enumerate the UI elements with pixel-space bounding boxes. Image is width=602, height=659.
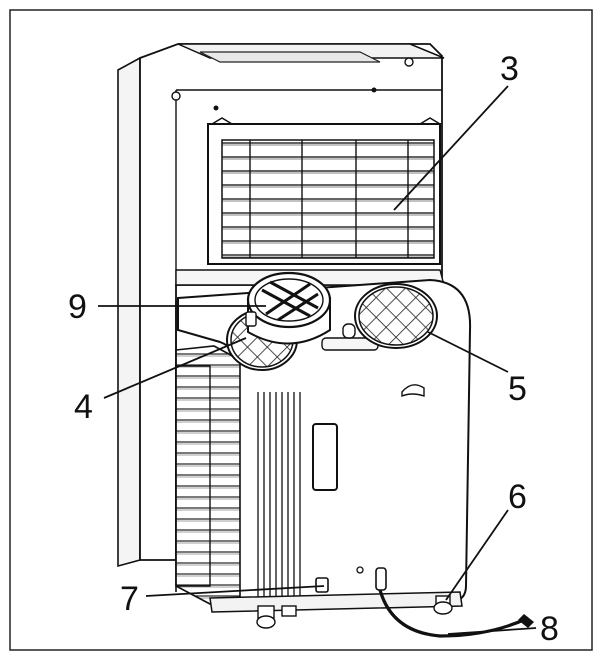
power-cord bbox=[378, 589, 529, 638]
caster-right bbox=[433, 595, 453, 615]
leader-8 bbox=[447, 627, 537, 635]
cord-hook-slot bbox=[312, 423, 338, 491]
callout-3: 3 bbox=[500, 50, 519, 88]
leader-3 bbox=[393, 85, 509, 211]
unit-side-panel bbox=[117, 56, 141, 568]
screw-top-left bbox=[171, 91, 181, 101]
callout-9: 9 bbox=[68, 288, 87, 326]
hose-connector-inner bbox=[254, 278, 324, 322]
drain-plug bbox=[315, 577, 329, 593]
screw-panel-right bbox=[371, 87, 377, 93]
figure-border bbox=[9, 9, 593, 651]
leader-lines bbox=[98, 85, 537, 635]
hose-connector-cross-grid bbox=[261, 280, 319, 322]
duct-bridge-knob bbox=[342, 323, 356, 339]
side-vent-strip bbox=[175, 365, 211, 587]
bottom-screw bbox=[356, 566, 364, 574]
callout-6: 6 bbox=[508, 478, 527, 516]
caster-left bbox=[256, 605, 276, 629]
right-intake-duct-mesh bbox=[358, 286, 434, 346]
filter-grille bbox=[221, 139, 435, 259]
callout-7: 7 bbox=[120, 580, 139, 618]
side-handle-recess bbox=[401, 384, 425, 398]
callout-4: 4 bbox=[74, 388, 93, 426]
filter-tab-right bbox=[419, 117, 441, 125]
callout-5: 5 bbox=[508, 370, 527, 408]
leader-4 bbox=[103, 337, 247, 399]
power-cord-end bbox=[518, 614, 534, 628]
screw-panel-left bbox=[213, 105, 219, 111]
cord-outlet bbox=[375, 567, 387, 591]
leader-7 bbox=[145, 585, 325, 597]
top-handle-recess bbox=[199, 51, 381, 63]
caster-middle bbox=[281, 605, 297, 617]
leader-5 bbox=[427, 331, 509, 373]
hose-connector-clip bbox=[245, 311, 257, 327]
screw-top-right bbox=[404, 57, 414, 67]
filter-tab-left bbox=[211, 117, 233, 125]
housing-vertical-louvres bbox=[257, 392, 301, 600]
leader-6 bbox=[445, 509, 509, 601]
callout-8: 8 bbox=[540, 610, 559, 648]
